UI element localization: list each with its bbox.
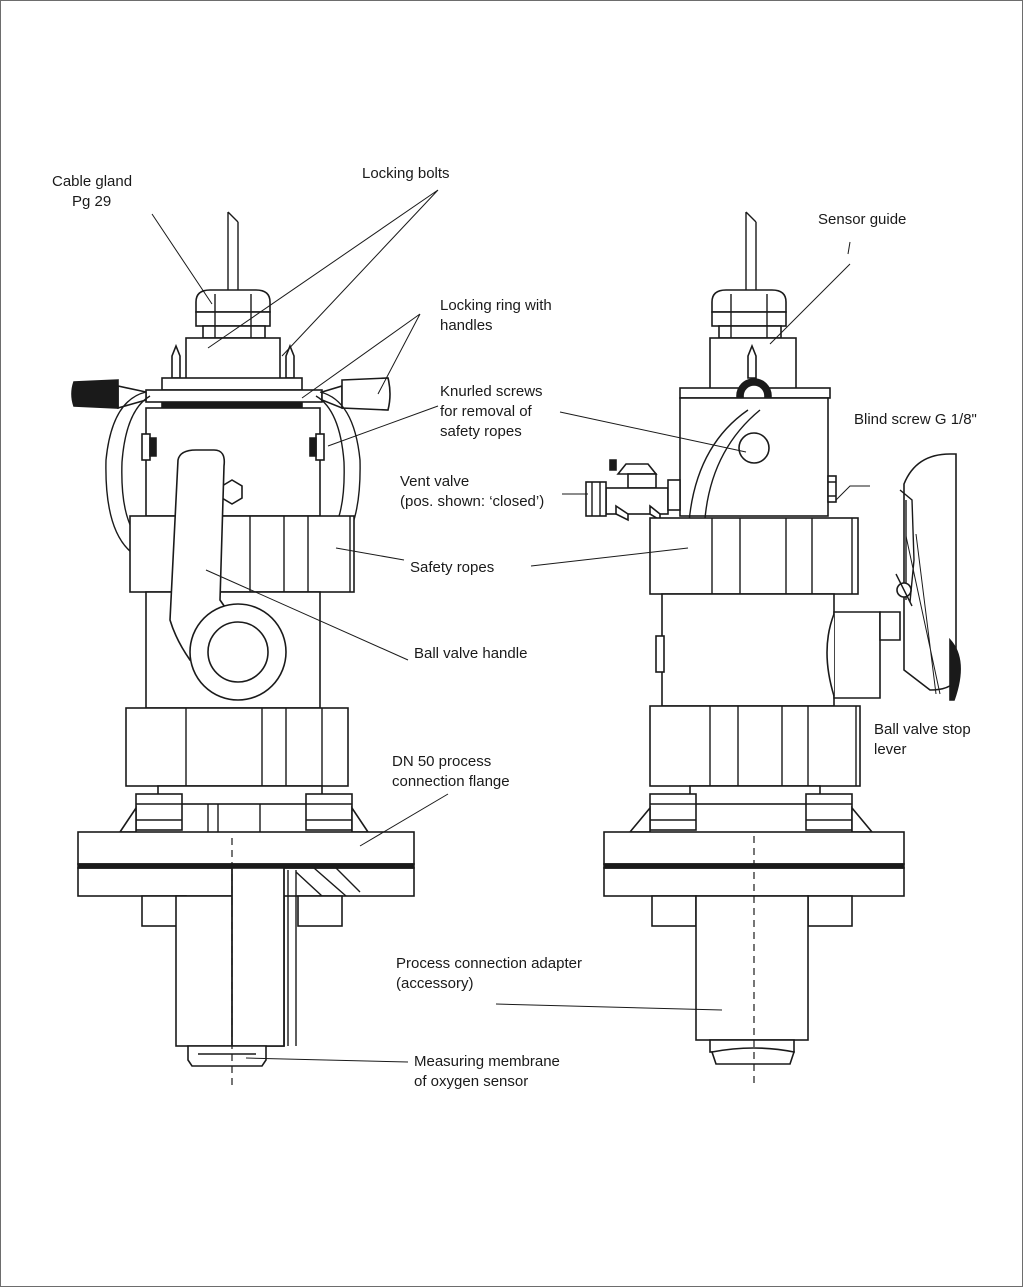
- label-knurled-1: Knurled screws: [440, 383, 543, 400]
- label-flange-1: DN 50 process: [392, 753, 491, 770]
- label-vent-valve-1: Vent valve: [400, 473, 469, 490]
- label-adapter-2: (accessory): [396, 975, 474, 992]
- label-ball-valve-handle: Ball valve handle: [414, 645, 527, 662]
- label-membrane-1: Measuring membrane: [414, 1053, 560, 1070]
- label-safety-ropes: Safety ropes: [410, 559, 494, 576]
- label-locking-bolts: Locking bolts: [362, 165, 450, 182]
- label-vent-valve-2: (pos. shown: ‘closed’): [400, 493, 544, 510]
- label-adapter-1: Process connection adapter: [396, 955, 582, 972]
- leader-lines: [151, 189, 941, 1063]
- label-sensor-guide: Sensor guide: [818, 211, 906, 228]
- callout-labels: Cable gland Pg 29 Locking bolts Locking …: [52, 165, 977, 1090]
- label-knurled-3: safety ropes: [440, 423, 522, 440]
- label-membrane-2: of oxygen sensor: [414, 1073, 528, 1090]
- label-locking-ring-2: handles: [440, 317, 493, 334]
- label-stop-lever-1: Ball valve stop: [874, 721, 971, 738]
- right-assembly: [585, 211, 961, 1086]
- label-flange-2: connection flange: [392, 773, 510, 790]
- label-cable-gland-1: Cable gland: [52, 173, 132, 190]
- label-stop-lever-2: lever: [874, 741, 907, 758]
- label-blind-screw: Blind screw G 1/8": [854, 411, 977, 428]
- label-cable-gland-2: Pg 29: [72, 193, 111, 210]
- label-knurled-2: for removal of: [440, 403, 533, 420]
- left-assembly: [71, 211, 415, 1090]
- label-locking-ring-1: Locking ring with: [440, 297, 552, 314]
